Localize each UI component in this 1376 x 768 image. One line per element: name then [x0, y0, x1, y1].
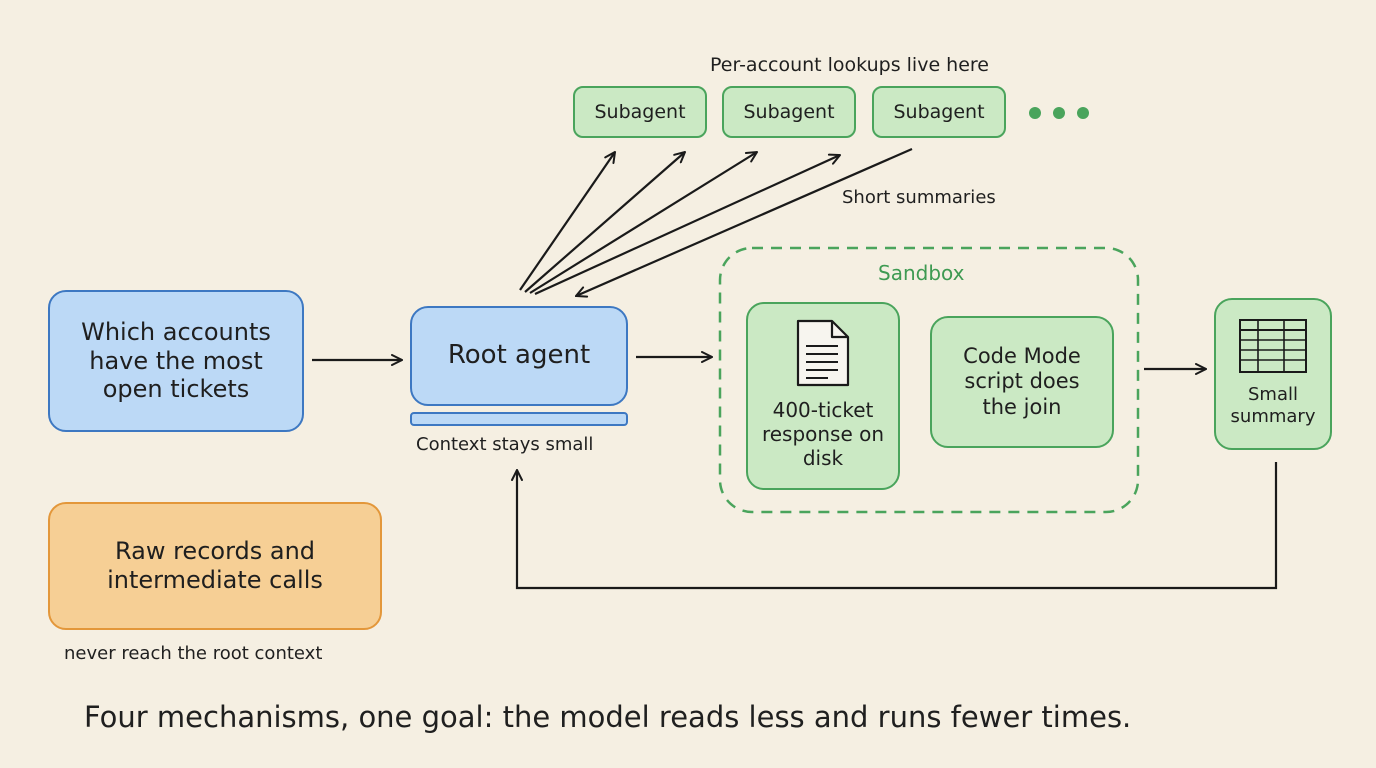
- subagent-box-3: Subagent: [872, 86, 1006, 138]
- ticket-file-text: 400-ticket response on disk: [761, 398, 885, 470]
- code-mode-text: Code Mode script does the join: [963, 344, 1081, 419]
- small-summary-box: Small summary: [1214, 298, 1332, 450]
- raw-records-note: never reach the root context: [64, 643, 323, 664]
- context-bar: [410, 412, 628, 426]
- subagent-label-2: Subagent: [743, 100, 835, 123]
- question-text: Which accounts have the most open ticket…: [81, 317, 271, 404]
- footer-caption: Four mechanisms, one goal: the model rea…: [84, 700, 1132, 734]
- ticket-file-box: 400-ticket response on disk: [746, 302, 900, 490]
- arrow-summary-back-to-root: [517, 462, 1278, 590]
- subagent-label-3: Subagent: [893, 100, 985, 123]
- arrow-root-to-subagent-3: [529, 152, 757, 294]
- arrow-root-to-subagent-2: [524, 152, 685, 293]
- subagents-caption: Per-account lookups live here: [710, 54, 989, 76]
- subagent-box-1: Subagent: [573, 86, 707, 138]
- document-icon: [796, 319, 850, 387]
- context-note: Context stays small: [416, 434, 594, 455]
- sandbox-border: [718, 246, 1140, 514]
- arrow-root-to-subagent-1: [519, 152, 615, 291]
- raw-records-text: Raw records and intermediate calls: [107, 537, 323, 594]
- subagent-label-1: Subagent: [594, 100, 686, 123]
- sandbox-label: Sandbox: [878, 261, 965, 285]
- ellipsis-dots: [1029, 107, 1089, 119]
- arrow-root-to-subagent-4: [534, 155, 840, 296]
- table-icon: [1239, 319, 1307, 373]
- summaries-label: Short summaries: [842, 187, 996, 208]
- small-summary-text: Small summary: [1230, 384, 1316, 427]
- raw-records-box: Raw records and intermediate calls: [48, 502, 382, 630]
- arrow-summaries-to-root: [576, 147, 913, 296]
- code-mode-box: Code Mode script does the join: [930, 316, 1114, 448]
- question-box: Which accounts have the most open ticket…: [48, 290, 304, 432]
- root-agent-box: Root agent: [410, 306, 628, 406]
- root-agent-label: Root agent: [447, 340, 591, 371]
- subagent-box-2: Subagent: [722, 86, 856, 138]
